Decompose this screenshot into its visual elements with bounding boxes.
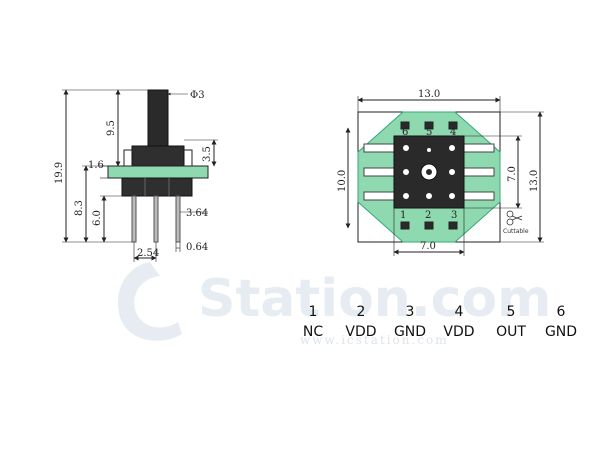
pin-name: NC [302,324,324,340]
sensor-nozzle [147,89,169,147]
dim-9-5: 9.5 [106,120,117,136]
pin-entry-5: 5 OUT [486,302,536,342]
pin-entry-4: 4 VDD [434,302,484,342]
sensor-pcb [107,165,209,179]
pin-number: 4 [454,304,464,320]
pin-number: 3 [405,304,415,320]
pin-label-3: 3 [451,210,457,221]
pin-label-4: 4 [450,127,456,138]
dim-7-0-vertical: 7.0 [507,166,518,182]
pin-entry-1: 1 NC [288,302,338,342]
dim-1-6: 1.6 [88,160,104,171]
pin-label-1: 1 [400,210,406,221]
watermark: Station.com www.icstation.com [117,262,551,347]
dim-2-54: 2.54 [137,248,159,259]
top-view-labels: 13.0 13.0 10.0 7.0 7.0 Cuttable 6 5 4 1 … [337,89,540,252]
pin-entry-3: 3 GND [385,302,435,342]
pin-name: GND [544,324,578,340]
pin-label-5: 5 [426,127,432,138]
side-view [62,89,218,262]
dim-13-0-top: 13.0 [418,89,440,100]
pin-number: 2 [356,304,366,320]
dim-0-64: 0.64 [186,242,208,253]
watermark-url: www.icstation.com [300,333,449,347]
top-view [345,96,544,256]
pin-number: 5 [506,304,516,320]
pin-name: GND [393,324,427,340]
scissors-icon [506,210,523,226]
dim-8-3: 8.3 [74,200,85,216]
watermark-text: Station.com [198,269,551,329]
sensor-housing-top [131,145,185,167]
pin-name: OUT [496,324,526,340]
dim-3-5: 3.5 [202,146,213,162]
dim-6-0: 6.0 [92,210,103,226]
cuttable-label: Cuttable [503,228,529,235]
dim-19-9: 19.9 [54,162,65,184]
pin-name: VDD [345,324,377,340]
dim-3-64: 3.64 [186,208,208,219]
pin-mid [153,195,159,243]
dim-10-0-left: 10.0 [337,170,348,192]
dim-13-0-right: 13.0 [529,170,540,192]
side-view-labels: Φ3 9.5 3.5 19.9 1.6 8.3 6.0 3.64 2.54 0.… [54,90,213,259]
watermark-logo-icon [117,262,182,341]
pin-left [131,195,137,243]
pin-label-6: 6 [402,127,408,138]
dim-diameter: Φ3 [190,90,205,101]
pin-number: 1 [308,304,318,320]
sensor-housing-bottom [121,177,193,197]
pin-name: VDD [443,324,475,340]
pin-number: 6 [556,304,566,320]
pin-entry-6: 6 GND [536,302,586,342]
pin-right [175,195,181,243]
pin-label-2: 2 [425,210,431,221]
dim-7-0-horizontal: 7.0 [420,241,436,252]
pin-entry-2: 2 VDD [336,302,386,342]
